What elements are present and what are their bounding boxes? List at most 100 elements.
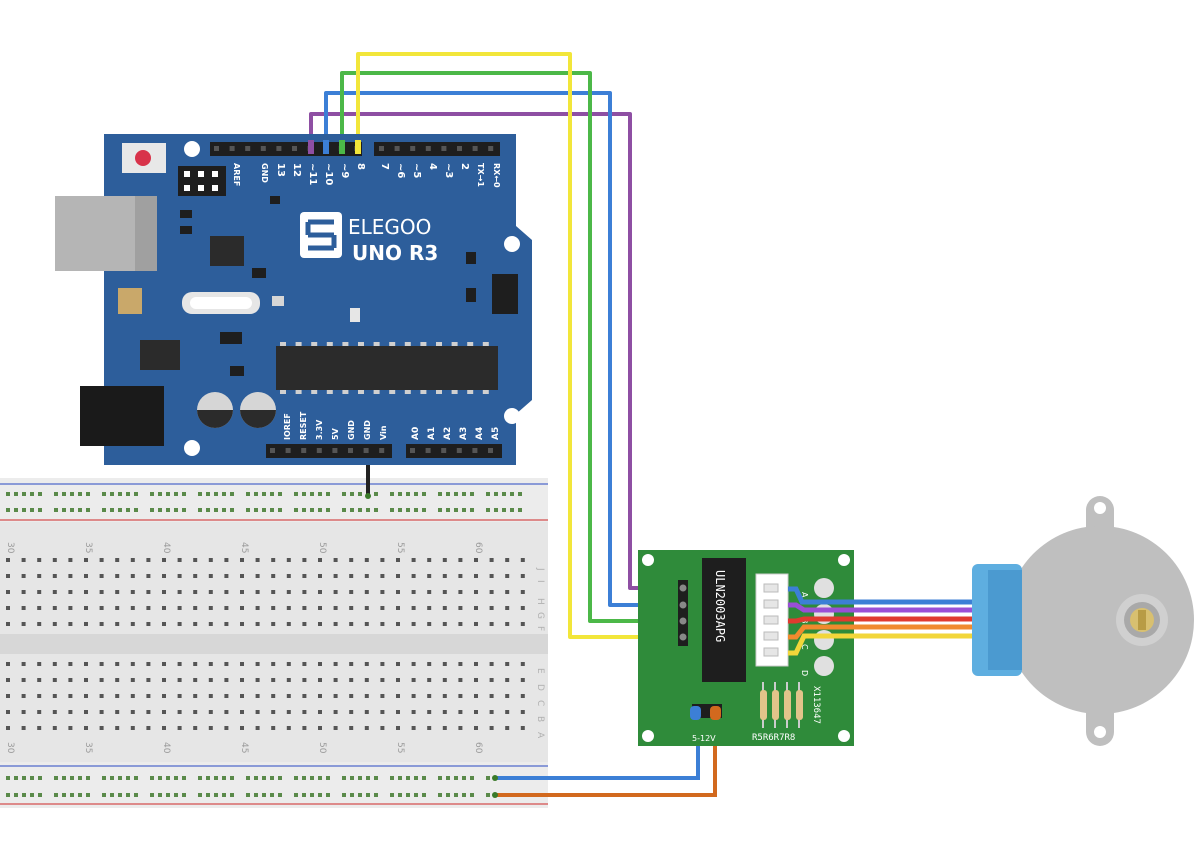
pin-label: 12 [291,163,302,177]
breadboard-hole [411,574,416,578]
breadboard-hole [366,508,370,512]
led-letter: C [800,644,809,650]
breadboard-hole [84,694,88,698]
breadboard-hole [240,606,244,610]
breadboard-hole [255,606,260,610]
breadboard-hole [349,710,354,714]
chip-pin [404,342,411,346]
breadboard-hole [68,622,73,626]
breadboard-hole [246,776,250,780]
breadboard-hole [208,574,213,578]
breadboard-hole [255,558,260,562]
breadboard-hole [271,558,276,562]
breadboard-hole [489,662,494,666]
breadboard-hole [286,726,291,730]
breadboard-hole [364,622,369,626]
breadboard-hole [438,492,442,496]
breadboard-hole [398,776,402,780]
breadboard-hole [150,793,154,797]
breadboard-hole [427,622,432,626]
breadboard-hole [14,793,18,797]
breadboard-hole [364,710,369,714]
led [814,656,834,676]
breadboard-hole [84,678,88,682]
breadboard-hole [68,606,73,610]
header-pin [488,146,494,151]
breadboard-hole [174,508,178,512]
pin-label: A3 [459,427,469,440]
breadboard-hole [349,574,354,578]
breadboard-hole [102,508,106,512]
breadboard-hole [390,793,394,797]
breadboard-hole [182,776,186,780]
breadboard-hole [326,776,330,780]
breadboard-hole [224,694,229,698]
pin-label: RESET [299,411,308,440]
pin-label: TX→1 [476,163,485,187]
breadboard-hole [6,726,10,730]
breadboard-hole [240,622,244,626]
uln2003-chip [702,558,746,682]
breadboard-hole [427,678,432,682]
breadboard-hole [406,776,410,780]
pin-label: GND [363,420,372,440]
breadboard-hole [198,508,202,512]
header-pin [488,448,493,453]
breadboard-hole [99,694,104,698]
breadboard-hole [6,776,10,780]
breadboard-hole [22,776,26,780]
breadboard-hole [6,694,10,698]
breadboard-hole [427,558,432,562]
breadboard-hole [366,776,370,780]
resistors [760,682,803,728]
breadboard-hole [318,574,322,578]
breadboard-hole [37,694,42,698]
breadboard-hole [78,793,82,797]
breadboard-hole [38,776,42,780]
breadboard-hole [37,710,42,714]
breadboard-hole [349,622,354,626]
breadboard-hole [442,590,447,594]
breadboard-hole [414,793,418,797]
breadboard-hole [115,606,120,610]
breadboard-hole [326,508,330,512]
breadboard-hole [489,694,494,698]
column-number: 55 [395,742,405,753]
chip-pin [326,342,333,346]
breadboard-hole [489,622,494,626]
header-pin [441,146,447,151]
breadboard-hole [510,508,514,512]
breadboard-hole [62,508,66,512]
breadboard-hole [208,590,213,594]
breadboard-hole [118,492,122,496]
breadboard-hole [246,492,250,496]
breadboard-hole [318,710,322,714]
breadboard-hole [286,558,291,562]
breadboard-hole [230,492,234,496]
breadboard-hole [318,558,322,562]
breadboard-hole [130,662,135,666]
breadboard-hole [130,606,135,610]
breadboard-hole [99,558,104,562]
breadboard-hole [520,574,525,578]
breadboard-hole [486,508,490,512]
breadboard-hole [286,574,291,578]
breadboard-hole [278,793,282,797]
breadboard-hole [146,590,151,594]
breadboard-hole [302,492,306,496]
breadboard-hole [38,492,42,496]
chip-pin [311,390,318,394]
breadboard-hole [474,662,478,666]
breadboard-hole [99,622,104,626]
breadboard-hole [454,492,458,496]
breadboard-hole [411,710,416,714]
breadboard-hole [177,622,182,626]
pin-label: 8 [355,163,366,170]
breadboard-hole [52,710,57,714]
breadboard-hole [398,508,402,512]
breadboard-hole [37,678,42,682]
breadboard-hole [438,508,442,512]
breadboard-hole [374,776,378,780]
cable-purple [788,602,972,613]
breadboard-hole [110,776,114,780]
